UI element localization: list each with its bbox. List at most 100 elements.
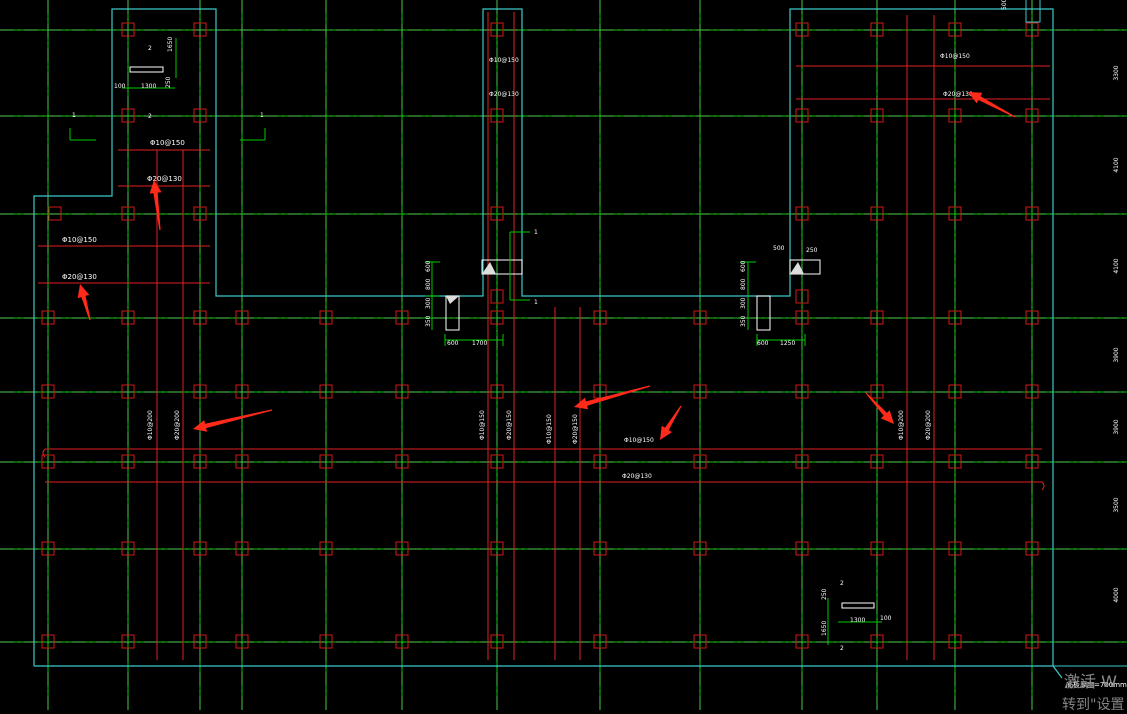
column-box [693, 634, 707, 649]
column-box [121, 384, 135, 399]
pit-center-box [481, 259, 523, 275]
annotation-dims-br_250: 250 [821, 588, 828, 600]
pit-center-hatch [482, 262, 496, 274]
annotation-rebar_labels-h_mid_2: Φ20@130 [622, 473, 652, 480]
column-box [319, 454, 333, 469]
column-box [395, 384, 409, 399]
annotation-rebar_labels-v_mid_2: Φ20@150 [506, 410, 513, 440]
column-box [235, 310, 249, 325]
red-arrow [660, 405, 682, 440]
column-box [490, 108, 504, 123]
axis-dimension-label: 3900 [1113, 347, 1120, 362]
column-box [693, 384, 707, 399]
column-box [395, 454, 409, 469]
column-box [870, 384, 884, 399]
column-box [1025, 108, 1039, 123]
column-box [319, 634, 333, 649]
annotation-rebar_labels-top_left_2: Φ20@130 [147, 175, 182, 183]
column-box [121, 454, 135, 469]
red-arrow [968, 92, 1016, 118]
annotation-rebar_labels-v_mid_3: Φ10@150 [546, 414, 553, 444]
column-box [319, 384, 333, 399]
column-box [948, 541, 962, 556]
annotation-dims-pit_l_800: 800 [425, 278, 432, 290]
column-box [490, 634, 504, 649]
rebar-hook [1041, 481, 1045, 491]
annotation-dims-pit_r_800: 800 [740, 278, 747, 290]
annotation-dims-top_right_500: 500 [1001, 0, 1008, 10]
annotation-dims-br_1650: 1650 [821, 621, 828, 636]
column-box [948, 22, 962, 37]
column-box [235, 634, 249, 649]
annotation-dims-br_100: 100 [880, 615, 892, 622]
annotation-rebar_labels-center_top_1: Φ10@150 [489, 57, 519, 64]
column-box [193, 384, 207, 399]
column-box [593, 634, 607, 649]
column-box [593, 454, 607, 469]
annotation-note: 底板厚度=700mm [1066, 680, 1127, 689]
red-arrow [193, 409, 273, 432]
annotation-dims-br_1300: 1300 [850, 617, 865, 624]
annotation-dims-tl_1300: 1300 [141, 83, 156, 90]
annotation-dims-pit_c_1a: 1 [534, 229, 538, 236]
annotation-dims-tl_2b: 2 [148, 113, 152, 120]
column-box [121, 22, 135, 37]
column-box [1025, 22, 1039, 37]
watermark-line1: 激活 W [1064, 672, 1117, 691]
annotation-dims-pit_r_600: 600 [740, 260, 747, 272]
column-box [870, 541, 884, 556]
column-box [593, 541, 607, 556]
red-arrow [149, 180, 162, 231]
column-box [490, 310, 504, 325]
annotation-dims-tl_100: 100 [114, 83, 126, 90]
column-box [41, 310, 55, 325]
annotation-rebar_labels-v_mid_4: Φ20@150 [572, 414, 579, 444]
column-box [795, 289, 809, 304]
column-box [693, 541, 707, 556]
column-box [948, 310, 962, 325]
column-box [948, 454, 962, 469]
column-box [121, 206, 135, 221]
top-right-notch [1025, 0, 1041, 23]
axis-dimension-label: 3300 [1113, 65, 1120, 80]
column-box [795, 384, 809, 399]
column-box [41, 384, 55, 399]
column-box [193, 108, 207, 123]
slab-boundary-bottom [34, 665, 1063, 679]
column-box [795, 22, 809, 37]
annotation-dims-pit_r_w1250: 1250 [780, 340, 795, 347]
annotation-dims-pit_l_w1700: 1700 [472, 340, 487, 347]
rebar-lines [38, 12, 1050, 660]
column-box [1025, 310, 1039, 325]
column-box [795, 541, 809, 556]
column-box [395, 310, 409, 325]
annotation-rebar_labels-left_2: Φ20@130 [62, 273, 97, 281]
column-box [490, 541, 504, 556]
column-box [870, 634, 884, 649]
annotation-dims-pit_l_w600: 600 [447, 340, 459, 347]
column-box [41, 634, 55, 649]
annotation-dims-br_2a: 2 [840, 580, 844, 587]
annotation-rebar_labels-v_left_2: Φ20@200 [174, 410, 181, 440]
annotation-rebar_labels-right_top_1: Φ10@150 [940, 53, 970, 60]
column-box [48, 206, 62, 221]
column-box [121, 541, 135, 556]
column-box [948, 384, 962, 399]
column-box [795, 108, 809, 123]
column-markers [41, 22, 1039, 649]
annotation-rebar_labels-center_top_2: Φ20@130 [489, 91, 519, 98]
column-box [870, 108, 884, 123]
column-box [593, 310, 607, 325]
column-box [795, 206, 809, 221]
pit-right-section [756, 295, 771, 331]
column-box [395, 634, 409, 649]
column-box [395, 541, 409, 556]
axis-dimension-label: 4100 [1113, 157, 1120, 172]
column-box [795, 310, 809, 325]
column-box [235, 541, 249, 556]
column-box [490, 22, 504, 37]
column-box [1025, 634, 1039, 649]
red-arrow [865, 392, 894, 424]
